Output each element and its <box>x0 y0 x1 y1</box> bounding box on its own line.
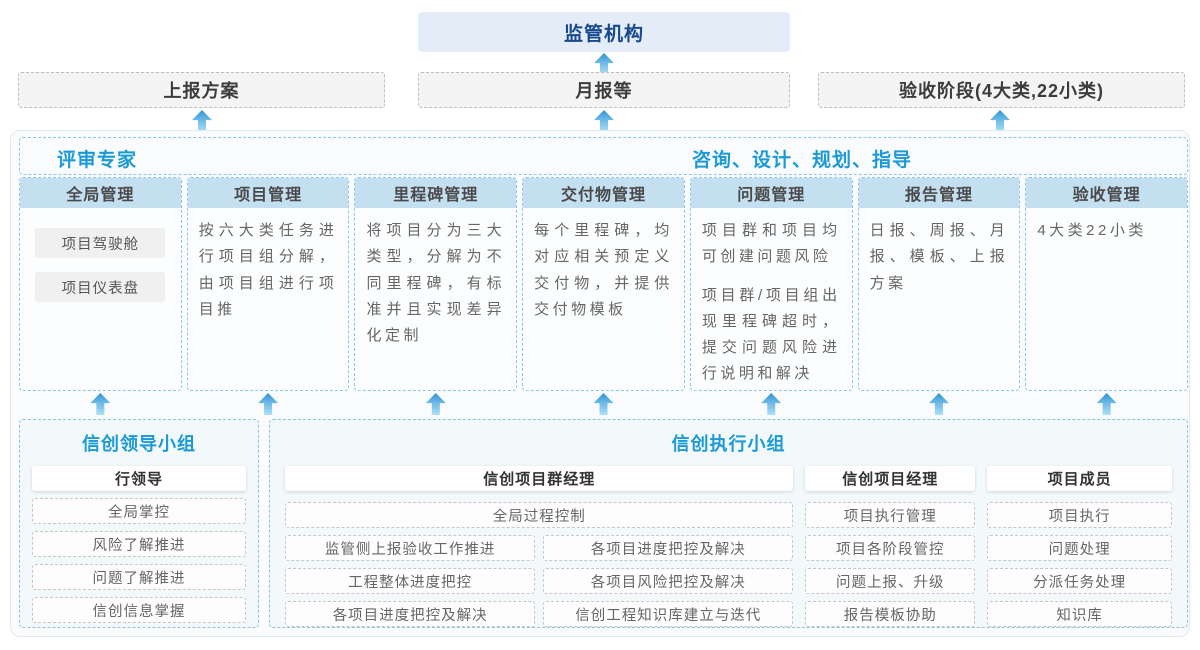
column-issue-mgmt: 问题管理 项目群和项目均可创建问题风险 项目群/项目组出现里程碑超时，提交问题风… <box>689 177 853 391</box>
project-manager-item: 项目各阶段管控 <box>805 535 976 561</box>
up-arrow-icon <box>90 393 111 415</box>
program-manager-item: 工程整体进度把控 <box>285 568 536 594</box>
column-text: 按六大类任务进行项目组分解，由项目组进行项目推 <box>198 222 338 318</box>
program-manager-item: 信创工程知识库建立与迭代 <box>543 601 794 627</box>
column-milestone-mgmt: 里程碑管理 将项目分为三大类型，分解为不同里程碑，有标准并且实现差异化定制 <box>354 177 518 391</box>
platform-container: 评审专家 咨询、设计、规划、指导 全局管理 项目驾驶舱 项目仪表盘 项目管理 按… <box>10 130 1190 637</box>
program-manager-column: 信创项目群经理 全局过程控制 监管侧上报验收工作推进 各项目进度把控及解决 工程… <box>285 466 794 627</box>
up-arrow-icon <box>761 393 782 415</box>
project-member-item: 知识库 <box>987 601 1172 627</box>
leader-item: 问题了解推进 <box>32 564 246 590</box>
program-manager-row: 监管侧上报验收工作推进 各项目进度把控及解决 <box>285 535 794 561</box>
column-header: 报告管理 <box>858 178 1020 208</box>
column-report-mgmt: 报告管理 日报、周报、月报、模板、上报方案 <box>857 177 1021 391</box>
project-member-item: 分派任务处理 <box>987 568 1172 594</box>
column-text: 项目群和项目均可创建问题风险 <box>701 222 841 266</box>
project-manager-item: 报告模板协助 <box>805 601 976 627</box>
column-text: 每个里程碑，均对应相关预定义交付物，并提供交付物模板 <box>534 222 673 318</box>
project-member-item: 问题处理 <box>987 535 1172 561</box>
column-header: 问题管理 <box>690 178 852 208</box>
up-arrow-icon <box>594 110 614 132</box>
up-arrow-icon <box>990 110 1010 132</box>
up-arrow-icon <box>1096 393 1117 415</box>
acceptance-phase-box: 验收阶段(4大类,22小类) <box>818 72 1185 108</box>
column-body: 日报、周报、月报、模板、上报方案 <box>859 208 1020 307</box>
up-arrow-icon <box>593 393 614 415</box>
leadership-group-title: 信创领导小组 <box>82 434 196 454</box>
column-text: 项目群/项目组出现里程碑超时，提交问题风险进行说明和解决 <box>701 286 841 383</box>
column-project-mgmt: 项目管理 按六大类任务进行项目组分解，由项目组进行项目推 <box>186 177 350 391</box>
up-arrow-icon <box>192 110 212 132</box>
column-body: 项目驾驶舱 项目仪表盘 <box>20 208 181 312</box>
column-header: 项目管理 <box>187 178 349 208</box>
program-manager-item: 监管侧上报验收工作推进 <box>285 535 536 561</box>
project-manager-column: 信创项目经理 项目执行管理 项目各阶段管控 问题上报、升级 报告模板协助 <box>805 466 976 627</box>
column-header: 交付物管理 <box>523 178 684 208</box>
column-text: 日报、周报、月报、模板、上报方案 <box>869 222 1009 292</box>
column-body: 按六大类任务进行项目组分解，由项目组进行项目推 <box>188 208 349 333</box>
execution-columns: 信创项目群经理 全局过程控制 监管侧上报验收工作推进 各项目进度把控及解决 工程… <box>285 466 1172 627</box>
consulting-label: 咨询、设计、规划、指导 <box>692 150 913 171</box>
cockpit-pill: 项目驾驶舱 <box>35 228 166 258</box>
column-text: 将项目分为三大类型，分解为不同里程碑，有标准并且实现差异化定制 <box>366 222 506 344</box>
column-header: 验收管理 <box>1026 178 1188 208</box>
column-body: 将项目分为三大类型，分解为不同里程碑，有标准并且实现差异化定制 <box>355 208 516 359</box>
regulator-box: 监管机构 <box>418 12 790 52</box>
leader-item: 风险了解推进 <box>32 531 246 557</box>
monthly-report-box: 月报等 <box>418 72 790 108</box>
program-manager-item: 各项目风险把控及解决 <box>543 568 794 594</box>
leader-item: 信创信息掌握 <box>32 597 246 623</box>
column-deliverable-mgmt: 交付物管理 每个里程碑，均对应相关预定义交付物，并提供交付物模板 <box>522 177 685 391</box>
project-manager-item: 问题上报、升级 <box>805 568 976 594</box>
column-header: 里程碑管理 <box>355 178 517 208</box>
program-manager-role-bar: 信创项目群经理 <box>285 466 794 491</box>
regulator-label: 监管机构 <box>563 23 644 45</box>
dashboard-pill: 项目仪表盘 <box>35 272 166 302</box>
project-member-item: 项目执行 <box>987 502 1172 528</box>
program-manager-item: 各项目进度把控及解决 <box>543 535 794 561</box>
column-body: 4大类22小类 <box>1026 208 1187 254</box>
leader-item: 全局掌控 <box>32 498 246 524</box>
project-member-column: 项目成员 项目执行 问题处理 分派任务处理 知识库 <box>987 466 1172 627</box>
program-manager-row: 工程整体进度把控 各项目风险把控及解决 <box>285 568 794 594</box>
up-arrow-icon <box>928 393 949 415</box>
program-manager-item: 全局过程控制 <box>285 502 794 528</box>
execution-group-title: 信创执行小组 <box>671 434 786 454</box>
up-arrow-icon <box>425 393 446 415</box>
column-body: 项目群和项目均可创建问题风险 项目群/项目组出现里程碑超时，提交问题风险进行说明… <box>691 208 852 390</box>
report-plan-label: 上报方案 <box>163 81 240 101</box>
column-global-mgmt: 全局管理 项目驾驶舱 项目仪表盘 <box>19 177 182 391</box>
project-manager-role-bar: 信创项目经理 <box>805 466 976 491</box>
review-experts-label: 评审专家 <box>57 150 138 171</box>
project-manager-item: 项目执行管理 <box>805 502 976 528</box>
leadership-group: 信创领导小组 行领导 全局掌控 风险了解推进 问题了解推进 信创信息掌握 <box>19 419 259 628</box>
column-header: 全局管理 <box>20 178 181 208</box>
column-acceptance-mgmt: 验收管理 4大类22小类 <box>1025 177 1189 391</box>
program-manager-row: 各项目进度把控及解决 信创工程知识库建立与迭代 <box>285 601 794 627</box>
up-arrow-icon <box>258 393 279 415</box>
program-manager-item: 各项目进度把控及解决 <box>285 601 536 627</box>
column-body: 每个里程碑，均对应相关预定义交付物，并提供交付物模板 <box>523 208 684 333</box>
management-columns: 全局管理 项目驾驶舱 项目仪表盘 项目管理 按六大类任务进行项目组分解，由项目组… <box>19 177 1189 391</box>
acceptance-phase-label: 验收阶段(4大类,22小类) <box>898 81 1105 101</box>
group-to-column-arrows <box>19 393 1188 415</box>
expert-header-bar: 评审专家 咨询、设计、规划、指导 <box>19 137 1188 175</box>
report-plan-box: 上报方案 <box>18 72 385 108</box>
project-member-role-bar: 项目成员 <box>987 466 1172 491</box>
column-text: 4大类22小类 <box>1037 222 1147 239</box>
bank-leader-role-bar: 行领导 <box>32 466 246 491</box>
monthly-report-label: 月报等 <box>575 81 633 101</box>
execution-group: 信创执行小组 信创项目群经理 全局过程控制 监管侧上报验收工作推进 各项目进度把… <box>269 419 1188 628</box>
